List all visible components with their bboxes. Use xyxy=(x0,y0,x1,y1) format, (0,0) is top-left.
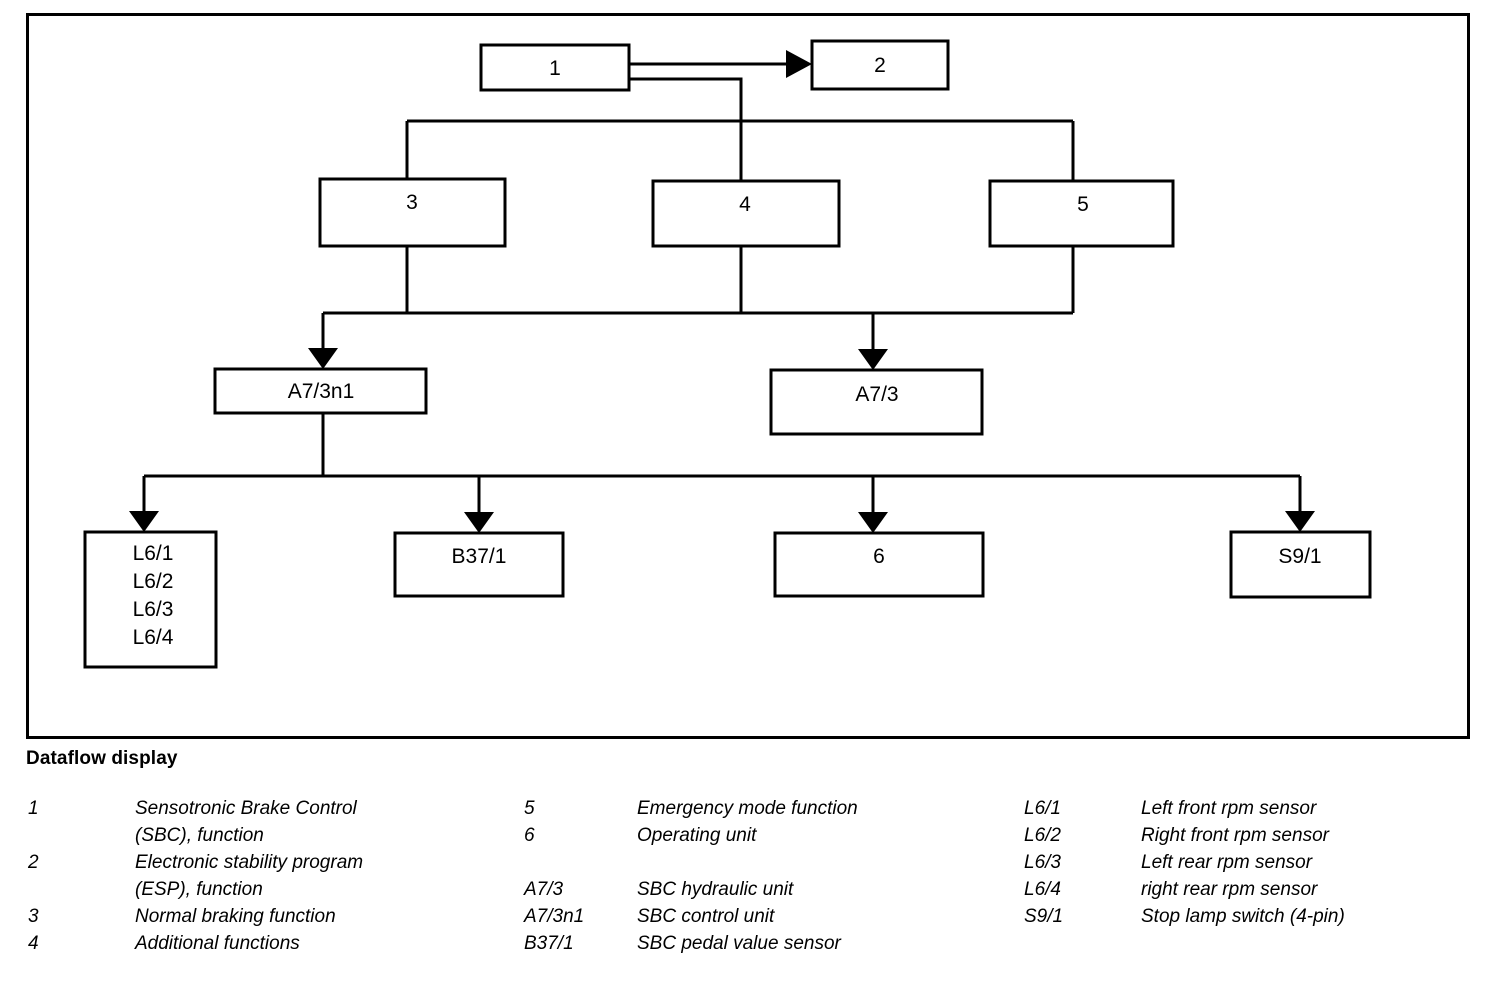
legend-key: 4 xyxy=(28,933,39,954)
legend-desc: Emergency mode function xyxy=(637,798,858,819)
legend-desc: Left front rpm sensor xyxy=(1141,798,1317,819)
node-box-a73[interactable] xyxy=(769,368,984,436)
legend-row: 4 Additional functions xyxy=(28,930,498,957)
legend-key: 3 xyxy=(28,906,39,927)
legend: 1 Sensotronic Brake Control (SBC), funct… xyxy=(0,795,1504,985)
legend-desc: SBC pedal value sensor xyxy=(637,933,841,954)
legend-row: 2 Electronic stability program xyxy=(28,849,498,876)
legend-key: A7/3 xyxy=(524,879,564,900)
legend-key: B37/1 xyxy=(524,933,574,954)
node-label-a73: A7/3 xyxy=(855,383,898,406)
node-label-l6-4: L6/4 xyxy=(133,626,174,649)
node-box-6[interactable] xyxy=(773,531,985,598)
node-box-3[interactable] xyxy=(318,177,507,248)
legend-row: A7/3 SBC hydraulic unit xyxy=(524,876,994,903)
node-box-b371[interactable] xyxy=(393,531,565,598)
node-box-1[interactable] xyxy=(479,43,631,92)
legend-row: (ESP), function xyxy=(28,876,498,903)
node-label-3: 3 xyxy=(406,191,418,214)
legend-key: 5 xyxy=(524,798,535,819)
legend-row: (SBC), function xyxy=(28,822,498,849)
legend-row: A7/3n1 SBC control unit xyxy=(524,903,994,930)
node-box-5[interactable] xyxy=(988,179,1175,248)
arrow-heads xyxy=(129,50,1315,533)
node-box-l6-group[interactable] xyxy=(83,530,218,669)
legend-key: S9/1 xyxy=(1024,906,1064,927)
legend-row: 3 Normal braking function xyxy=(28,903,498,930)
legend-row: 6 Operating unit xyxy=(524,822,994,849)
legend-row: 5 Emergency mode function xyxy=(524,795,994,822)
arrowhead-to-s91 xyxy=(1285,511,1315,532)
legend-desc: SBC hydraulic unit xyxy=(637,879,794,900)
legend-column-1: 1 Sensotronic Brake Control (SBC), funct… xyxy=(28,795,498,957)
arrowhead-to-l6 xyxy=(129,511,159,532)
arrowhead-to-b371 xyxy=(464,512,494,533)
legend-column-3: L6/1 Left front rpm sensor L6/2 Right fr… xyxy=(1024,795,1494,930)
legend-desc: (ESP), function xyxy=(135,879,263,900)
legend-desc: Electronic stability program xyxy=(135,852,364,873)
diagram-frame xyxy=(26,13,1470,739)
node-label-1: 1 xyxy=(549,57,561,80)
connector-lines xyxy=(142,62,1302,513)
legend-desc: Additional functions xyxy=(135,933,300,954)
legend-desc: Operating unit xyxy=(637,825,757,846)
node-boxes: 1 2 3 4 5 A7/3n1 A7/3 L6/1 L6/2 L6/3 L6/… xyxy=(83,39,1372,669)
node-label-l6-3: L6/3 xyxy=(133,598,174,621)
legend-key: L6/1 xyxy=(1024,798,1061,819)
legend-row: S9/1 Stop lamp switch (4-pin) xyxy=(1024,903,1494,930)
legend-desc: Left rear rpm sensor xyxy=(1141,852,1313,873)
node-box-a73n1[interactable] xyxy=(213,367,428,415)
legend-row: 1 Sensotronic Brake Control xyxy=(28,795,498,822)
node-label-l6-2: L6/2 xyxy=(133,570,174,593)
legend-desc: Stop lamp switch (4-pin) xyxy=(1141,906,1345,927)
legend-desc: Sensotronic Brake Control xyxy=(135,798,357,819)
node-box-4[interactable] xyxy=(651,179,841,248)
legend-desc: SBC control unit xyxy=(637,906,775,927)
legend-row: B37/1 SBC pedal value sensor xyxy=(524,930,994,957)
legend-key: 6 xyxy=(524,825,535,846)
node-label-b371: B37/1 xyxy=(452,545,507,568)
legend-key: L6/4 xyxy=(1024,879,1061,900)
arrowhead-to-a73n1 xyxy=(308,348,338,369)
legend-key: A7/3n1 xyxy=(524,906,585,927)
legend-key: L6/3 xyxy=(1024,852,1061,873)
legend-row: L6/3 Left rear rpm sensor xyxy=(1024,849,1494,876)
legend-row: L6/2 Right front rpm sensor xyxy=(1024,822,1494,849)
node-box-2[interactable] xyxy=(810,39,950,91)
edge-1-to-bus-top xyxy=(629,77,743,181)
legend-key: 2 xyxy=(28,852,39,873)
node-label-2: 2 xyxy=(874,54,886,77)
legend-column-2: 5 Emergency mode function 6 Operating un… xyxy=(524,795,994,957)
legend-desc: Normal braking function xyxy=(135,906,336,927)
node-label-l6-1: L6/1 xyxy=(133,542,174,565)
legend-key: 1 xyxy=(28,798,39,819)
arrowhead-to-6 xyxy=(858,512,888,533)
legend-desc: right rear rpm sensor xyxy=(1141,879,1318,900)
legend-key: L6/2 xyxy=(1024,825,1061,846)
node-box-s91[interactable] xyxy=(1229,530,1372,599)
node-label-a73n1: A7/3n1 xyxy=(288,380,355,403)
node-label-6: 6 xyxy=(873,545,885,568)
legend-row: L6/4 right rear rpm sensor xyxy=(1024,876,1494,903)
node-label-5: 5 xyxy=(1077,193,1089,216)
arrowhead-to-2 xyxy=(786,50,812,78)
arrowhead-to-a73 xyxy=(858,349,888,370)
node-label-4: 4 xyxy=(739,193,751,216)
legend-row: L6/1 Left front rpm sensor xyxy=(1024,795,1494,822)
legend-desc: (SBC), function xyxy=(135,825,264,846)
legend-desc: Right front rpm sensor xyxy=(1141,825,1329,846)
legend-row-spacer xyxy=(524,849,994,876)
node-label-s91: S9/1 xyxy=(1278,545,1321,568)
page-title: Dataflow display xyxy=(26,748,178,769)
dataflow-diagram: 1 2 3 4 5 A7/3n1 A7/3 L6/1 L6/2 L6/3 L6/… xyxy=(26,13,1470,739)
